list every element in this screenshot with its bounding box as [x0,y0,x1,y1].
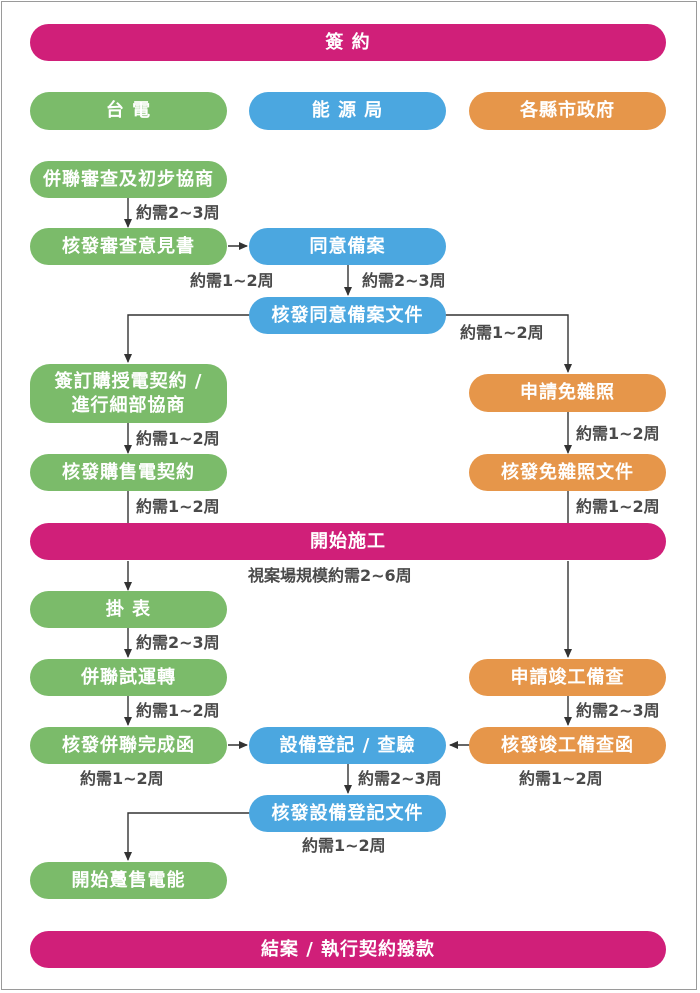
step-finish-doc: 核發竣工備查函 [469,727,666,764]
duration-label: 約需2~3周 [576,701,660,720]
step-start-sale: 開始躉售電能 [30,862,227,899]
step-meter: 掛 表 [30,591,227,628]
step-review: 併聯審查及初步協商 [30,161,227,198]
step-finish-apply: 申請竣工備查 [469,659,666,696]
step-opinion: 核發審查意見書 [30,228,227,265]
step-completion: 核發併聯完成函 [30,727,227,764]
duration-label: 約需2~3周 [358,769,442,788]
step-consent-doc: 核發同意備案文件 [249,297,446,334]
step-sale-contract: 核發購售電契約 [30,454,227,491]
arrow-doc-to-permit [444,314,572,373]
step-contract: 簽訂購授電契約 / 進行細部協商 [30,364,227,423]
close-bar: 結案 / 執行契約撥款 [30,931,666,968]
duration-label: 約需2~3周 [136,203,220,222]
arrow-register-doc-to-sale [124,812,252,861]
duration-label: 約需1~2周 [460,323,544,342]
duration-label: 約需2~3周 [362,271,446,290]
agency-taipower: 台 電 [30,92,227,130]
duration-label: 約需1~2周 [80,769,164,788]
step-register: 設備登記 / 查驗 [249,727,446,764]
duration-label: 約需1~2周 [136,701,220,720]
step-trial: 併聯試運轉 [30,659,227,696]
step-apply-permit: 申請免雜照 [469,374,666,412]
duration-label: 約需1~2周 [136,497,220,516]
duration-label: 約需1~2周 [576,424,660,443]
step-register-doc: 核發設備登記文件 [249,795,446,832]
start-work-bar: 開始施工 [30,523,666,560]
duration-label: 約需1~2周 [136,429,220,448]
duration-label: 約需1~2周 [519,769,603,788]
sign-bar: 簽 約 [30,24,666,61]
duration-label: 約需1~2周 [302,836,386,855]
agency-county-government: 各縣市政府 [469,92,666,130]
step-contract-line2: 進行細部協商 [71,394,186,416]
step-permit-doc: 核發免雜照文件 [469,454,666,491]
step-consent: 同意備案 [249,228,446,265]
duration-label: 視案場規模約需2~6周 [248,566,412,585]
duration-label: 約需1~2周 [576,497,660,516]
agency-energy-bureau: 能 源 局 [249,92,446,130]
step-contract-line1: 簽訂購授電契約 / [54,370,203,392]
arrow-doc-to-contract [124,314,252,363]
duration-label: 約需1~2周 [190,271,274,290]
duration-label: 約需2~3周 [136,633,220,652]
